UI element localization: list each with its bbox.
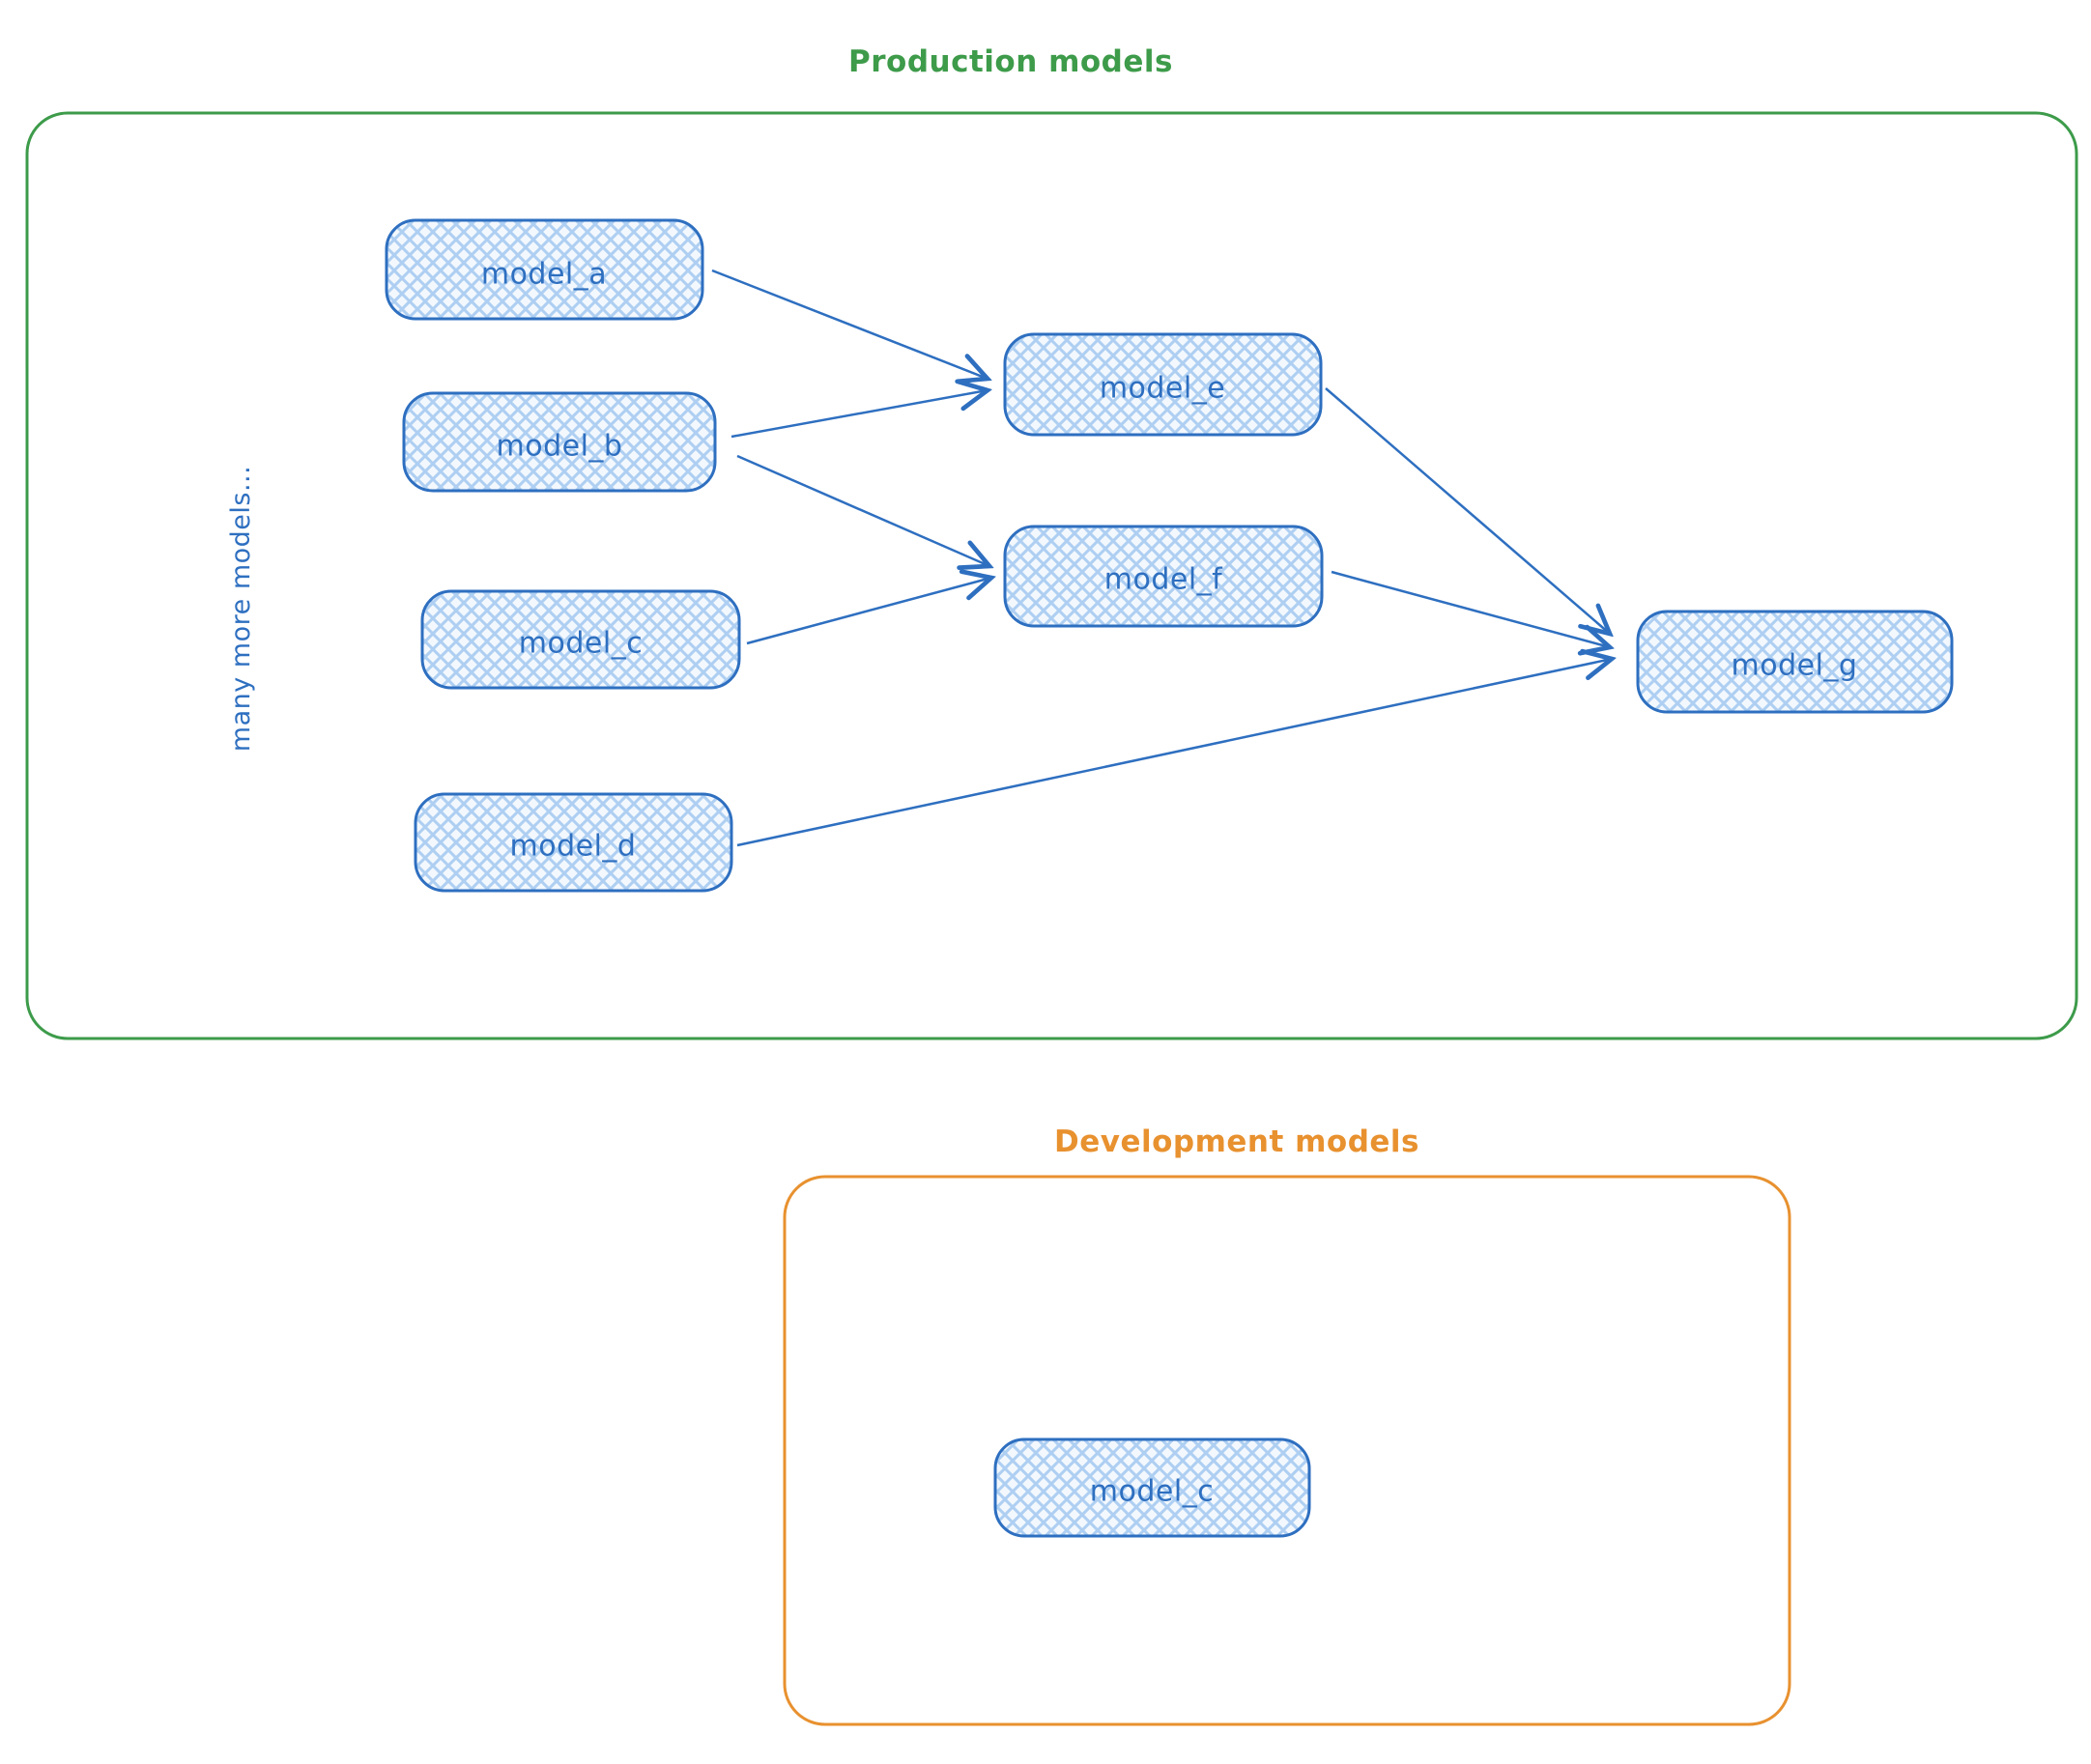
node-model-e: model_e [1003,332,1323,437]
edge-model_c-model_f [746,578,991,645]
node-model-g-label: model_g [1732,649,1858,683]
node-model-e-box [1003,332,1323,437]
node-model-d-box [414,792,733,893]
development-group-title: Development models [1054,1124,1419,1159]
edges [711,269,1612,847]
node-model-f-label: model_f [1104,563,1223,597]
node-model-f-box [1003,525,1324,628]
node-model-a-label: model_a [481,258,607,292]
development-group-border [783,1175,1791,1726]
many-more-models-note: many more models... [226,466,256,752]
node-model-g-box [1636,610,1954,714]
node-model-d: model_d [414,792,733,893]
production-group-border [25,111,2078,1040]
node-model-c-label: model_c [519,627,643,661]
node-model-c-box [420,589,741,690]
node-model-c: model_c [420,589,741,690]
node-model-b-box [402,391,717,493]
node-model-a-box [385,218,704,321]
node-model-e-label: model_e [1100,372,1225,406]
node-model-b-label: model_b [497,430,623,464]
edge-model_d-model_g [736,659,1612,847]
node-dev-model-c: model_c [993,1437,1311,1538]
node-model-g: model_g [1636,610,1954,714]
edge-model_e-model_g [1325,387,1610,634]
node-model-d-label: model_d [510,830,637,864]
production-group-title: Production models [848,44,1173,79]
node-model-a: model_a [385,218,704,321]
edge-model_a-model_e [711,269,988,379]
node-dev-model-c-label: model_c [1090,1475,1214,1509]
edge-model_b-model_f [736,454,989,566]
edge-model_b-model_e [730,390,988,439]
edge-model_f-model_g [1331,570,1610,647]
node-model-b: model_b [402,391,717,493]
node-dev-model-c-box [993,1437,1311,1538]
node-model-f: model_f [1003,525,1324,628]
